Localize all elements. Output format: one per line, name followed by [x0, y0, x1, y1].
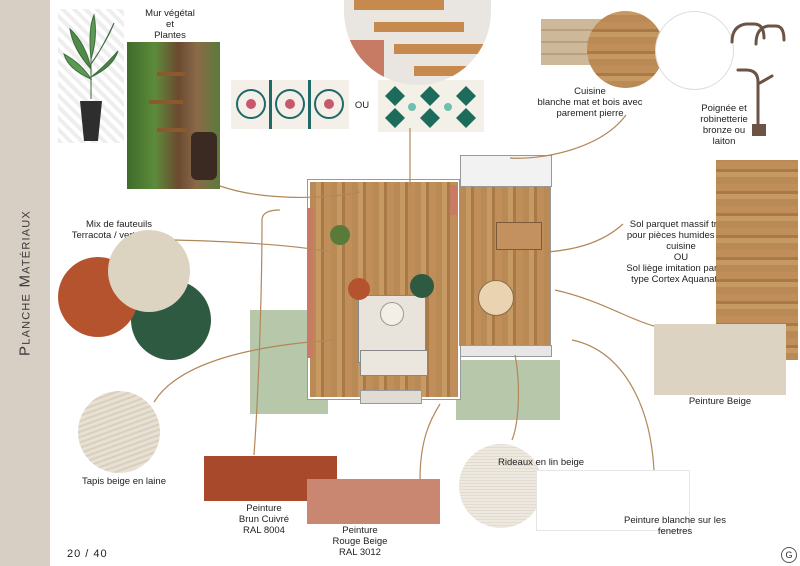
green-wall-photo — [127, 42, 220, 189]
logo: G — [781, 547, 797, 563]
swatch-peinture-beige — [654, 324, 786, 395]
rug-swatch — [78, 391, 160, 473]
label-brun: Peinture Brun Cuivré RAL 8004 — [238, 503, 290, 536]
label-peinture-beige: Peinture Beige — [688, 396, 752, 407]
wood-circle-swatch — [587, 11, 664, 88]
linen-swatch — [459, 444, 543, 528]
page-number: 20 / 40 — [67, 548, 108, 560]
label-mur-vegetal: Mur végétal et Plantes — [145, 8, 195, 41]
label-poignee: Poignée et robinetterie bronze ou laiton — [700, 103, 748, 147]
label-cuisine: Cuisine blanche mat et bois avec paremen… — [537, 86, 643, 119]
potted-plant-icon — [63, 13, 119, 141]
swatch-rouge-beige — [307, 479, 440, 524]
label-blanche: Peinture blanche sur les fenetres — [624, 515, 726, 537]
plant-photo — [58, 9, 124, 143]
swatch-peinture-blanche — [536, 470, 690, 531]
logo-text: G — [785, 550, 793, 560]
label-rouge: Peinture Rouge Beige RAL 3012 — [332, 525, 388, 558]
white-circle-swatch — [655, 11, 734, 90]
tile-pattern-floral — [231, 80, 349, 129]
label-rideaux: Rideaux en lin beige — [498, 457, 585, 468]
tile-pattern-green — [378, 80, 484, 132]
label-tapis: Tapis beige en laine — [82, 476, 166, 487]
faucet-handle-icon — [730, 22, 786, 136]
title-sidebar: Planche Matériaux — [0, 0, 50, 566]
floor-plan — [250, 150, 560, 420]
label-ou: OU — [354, 100, 370, 111]
swatch-beige-circle — [108, 230, 190, 312]
